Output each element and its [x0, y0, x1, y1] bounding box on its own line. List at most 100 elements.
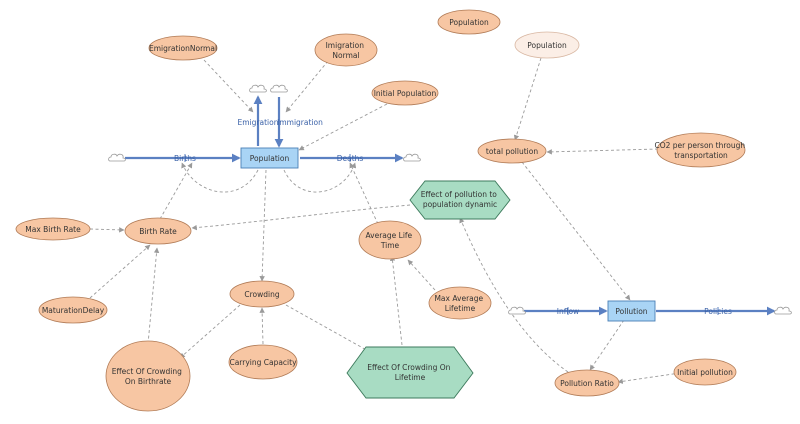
cloud-icon[interactable]: [270, 84, 288, 93]
cloud-icon[interactable]: [403, 153, 421, 162]
link-emigrationnormal-emigration: [203, 59, 254, 113]
variable-population-ghost[interactable]: Population: [514, 31, 580, 59]
converter-hexagon[interactable]: [346, 346, 474, 399]
link-crowding-effectcrowdinglifetime: [285, 304, 371, 353]
variable-label: Pollution Ratio: [560, 379, 614, 388]
link-pollution-pollutionratio: [589, 319, 625, 371]
variable-birth-rate[interactable]: Birth Rate: [124, 217, 192, 245]
variable-label: Crowding: [244, 290, 279, 299]
variable-ellipse[interactable]: [105, 340, 191, 412]
variable-initial-pollution[interactable]: Initial pollution: [673, 358, 737, 386]
cloud-icon[interactable]: [774, 306, 792, 315]
link-averagelifetime-deaths: [349, 162, 379, 225]
link-populationghost-totalpollution: [513, 57, 542, 141]
variable-ellipse[interactable]: [228, 344, 298, 380]
link-totalpollution-pollution: [521, 161, 631, 301]
variable-max-birth-rate[interactable]: Max Birth Rate: [15, 217, 91, 241]
stock-box[interactable]: [240, 147, 299, 169]
cloud-icon[interactable]: [249, 84, 267, 93]
link-population-deaths: [283, 162, 357, 193]
variable-average-life-time[interactable]: Average Life Time: [358, 220, 422, 260]
flow-births-label[interactable]: Births: [174, 154, 196, 163]
variable-label: Initial Population: [374, 89, 437, 98]
link-population-births: [181, 162, 259, 193]
variable-label: CO2 per person through transportation: [654, 141, 747, 160]
cloud-icon[interactable]: [108, 153, 126, 162]
link-maxbirthrate-birthrate: [89, 227, 125, 233]
link-effectcrowdingbirthrate-birthrate: [147, 247, 160, 345]
variable-co2[interactable]: CO2 per person through transportation: [654, 132, 747, 168]
variable-crowding[interactable]: Crowding: [229, 280, 295, 308]
link-birthrate-births: [159, 162, 193, 220]
flow-deaths-label[interactable]: Deaths: [337, 154, 364, 163]
variable-maturation-delay[interactable]: MaturationDelay: [38, 296, 108, 324]
stock-population[interactable]: Population: [240, 147, 299, 169]
converter-label: Effect of pollution to population dynami…: [421, 190, 500, 209]
variable-effect-crowding-birthrate[interactable]: Effect Of Crowding On Birthrate: [105, 340, 191, 412]
variable-ellipse[interactable]: [514, 31, 580, 59]
variable-carrying-capacity[interactable]: Carrying Capacity: [228, 344, 298, 380]
link-imigrationnormal-immigration: [285, 60, 329, 113]
link-maturationdelay-birthrate: [89, 244, 151, 299]
link-crowding-effectcrowdingbirthrate: [179, 304, 241, 359]
variables: EmigrationNormal Imigration Normal Initi…: [15, 9, 747, 412]
link-effectpollution-birthrate: [191, 204, 411, 231]
variable-ellipse[interactable]: [656, 132, 746, 168]
flows: [125, 95, 776, 316]
flow-emigration-label[interactable]: Emigration: [238, 118, 279, 127]
variable-ellipse[interactable]: [229, 280, 295, 308]
variable-ellipse[interactable]: [38, 296, 108, 324]
variable-population[interactable]: Population: [437, 9, 501, 35]
flow-policies-label[interactable]: Policies: [704, 307, 732, 316]
variable-ellipse[interactable]: [314, 33, 378, 67]
variable-emigration-normal[interactable]: EmigrationNormal: [148, 35, 218, 61]
variable-label: Population: [449, 18, 489, 27]
variable-ellipse[interactable]: [124, 217, 192, 245]
link-maxaveragelifetime-averagelifetime: [407, 259, 436, 291]
variable-total-pollution[interactable]: total pollution: [477, 138, 547, 164]
variable-ellipse[interactable]: [371, 80, 439, 106]
variable-label: Population: [527, 41, 567, 50]
variable-ellipse[interactable]: [428, 286, 492, 320]
variable-label: EmigrationNormal: [149, 44, 217, 53]
variable-ellipse[interactable]: [437, 9, 501, 35]
variable-label: total pollution: [486, 147, 538, 156]
link-co2-totalpollution: [546, 148, 659, 155]
link-carryingcapacity-crowding: [259, 307, 265, 345]
cloud-icon[interactable]: [508, 306, 526, 315]
converter-hexagon[interactable]: [409, 180, 511, 220]
variable-ellipse[interactable]: [15, 217, 91, 241]
variable-pollution-ratio[interactable]: Pollution Ratio: [554, 369, 620, 397]
variable-ellipse[interactable]: [554, 369, 620, 397]
variable-max-average-lifetime[interactable]: Max Average Lifetime: [428, 286, 492, 320]
variable-imigration-normal[interactable]: Imigration Normal: [314, 33, 378, 67]
variable-label: Imigration Normal: [326, 41, 367, 60]
variable-initial-population[interactable]: Initial Population: [371, 80, 439, 106]
link-initialpopulation-population: [298, 103, 388, 151]
variable-label: Max Average Lifetime: [434, 294, 485, 313]
converter-effect-pollution[interactable]: Effect of pollution to population dynami…: [409, 180, 511, 220]
flow-inflow-label[interactable]: Inflow: [557, 307, 579, 316]
links: [89, 57, 681, 384]
link-pollutionratio-effectpollution: [459, 217, 569, 373]
variable-label: Initial pollution: [677, 368, 733, 377]
variable-label: MaturationDelay: [42, 306, 105, 315]
link-initialpollution-pollutionratio: [617, 372, 681, 384]
variable-ellipse[interactable]: [477, 138, 547, 164]
converter-label: Effect Of Crowding On Lifetime: [367, 363, 453, 382]
link-effectcrowdinglifetime-averagelifetime: [389, 255, 403, 346]
stock-box[interactable]: [607, 300, 656, 322]
variable-label: Average Life Time: [365, 231, 414, 250]
variable-label: Carrying Capacity: [229, 358, 297, 367]
link-population-crowding: [259, 169, 267, 282]
variable-label: Birth Rate: [139, 227, 177, 236]
variable-ellipse[interactable]: [148, 35, 218, 61]
stock-pollution[interactable]: Pollution: [607, 300, 656, 322]
variable-ellipse[interactable]: [358, 220, 422, 260]
converter-effect-crowding-lifetime[interactable]: Effect Of Crowding On Lifetime: [346, 346, 474, 399]
flow-labels: Births Deaths Emigration Immigration Inf…: [174, 118, 732, 316]
variable-ellipse[interactable]: [673, 358, 737, 386]
stock-label: Pollution: [615, 307, 647, 316]
flow-immigration-label[interactable]: Immigration: [277, 118, 323, 127]
